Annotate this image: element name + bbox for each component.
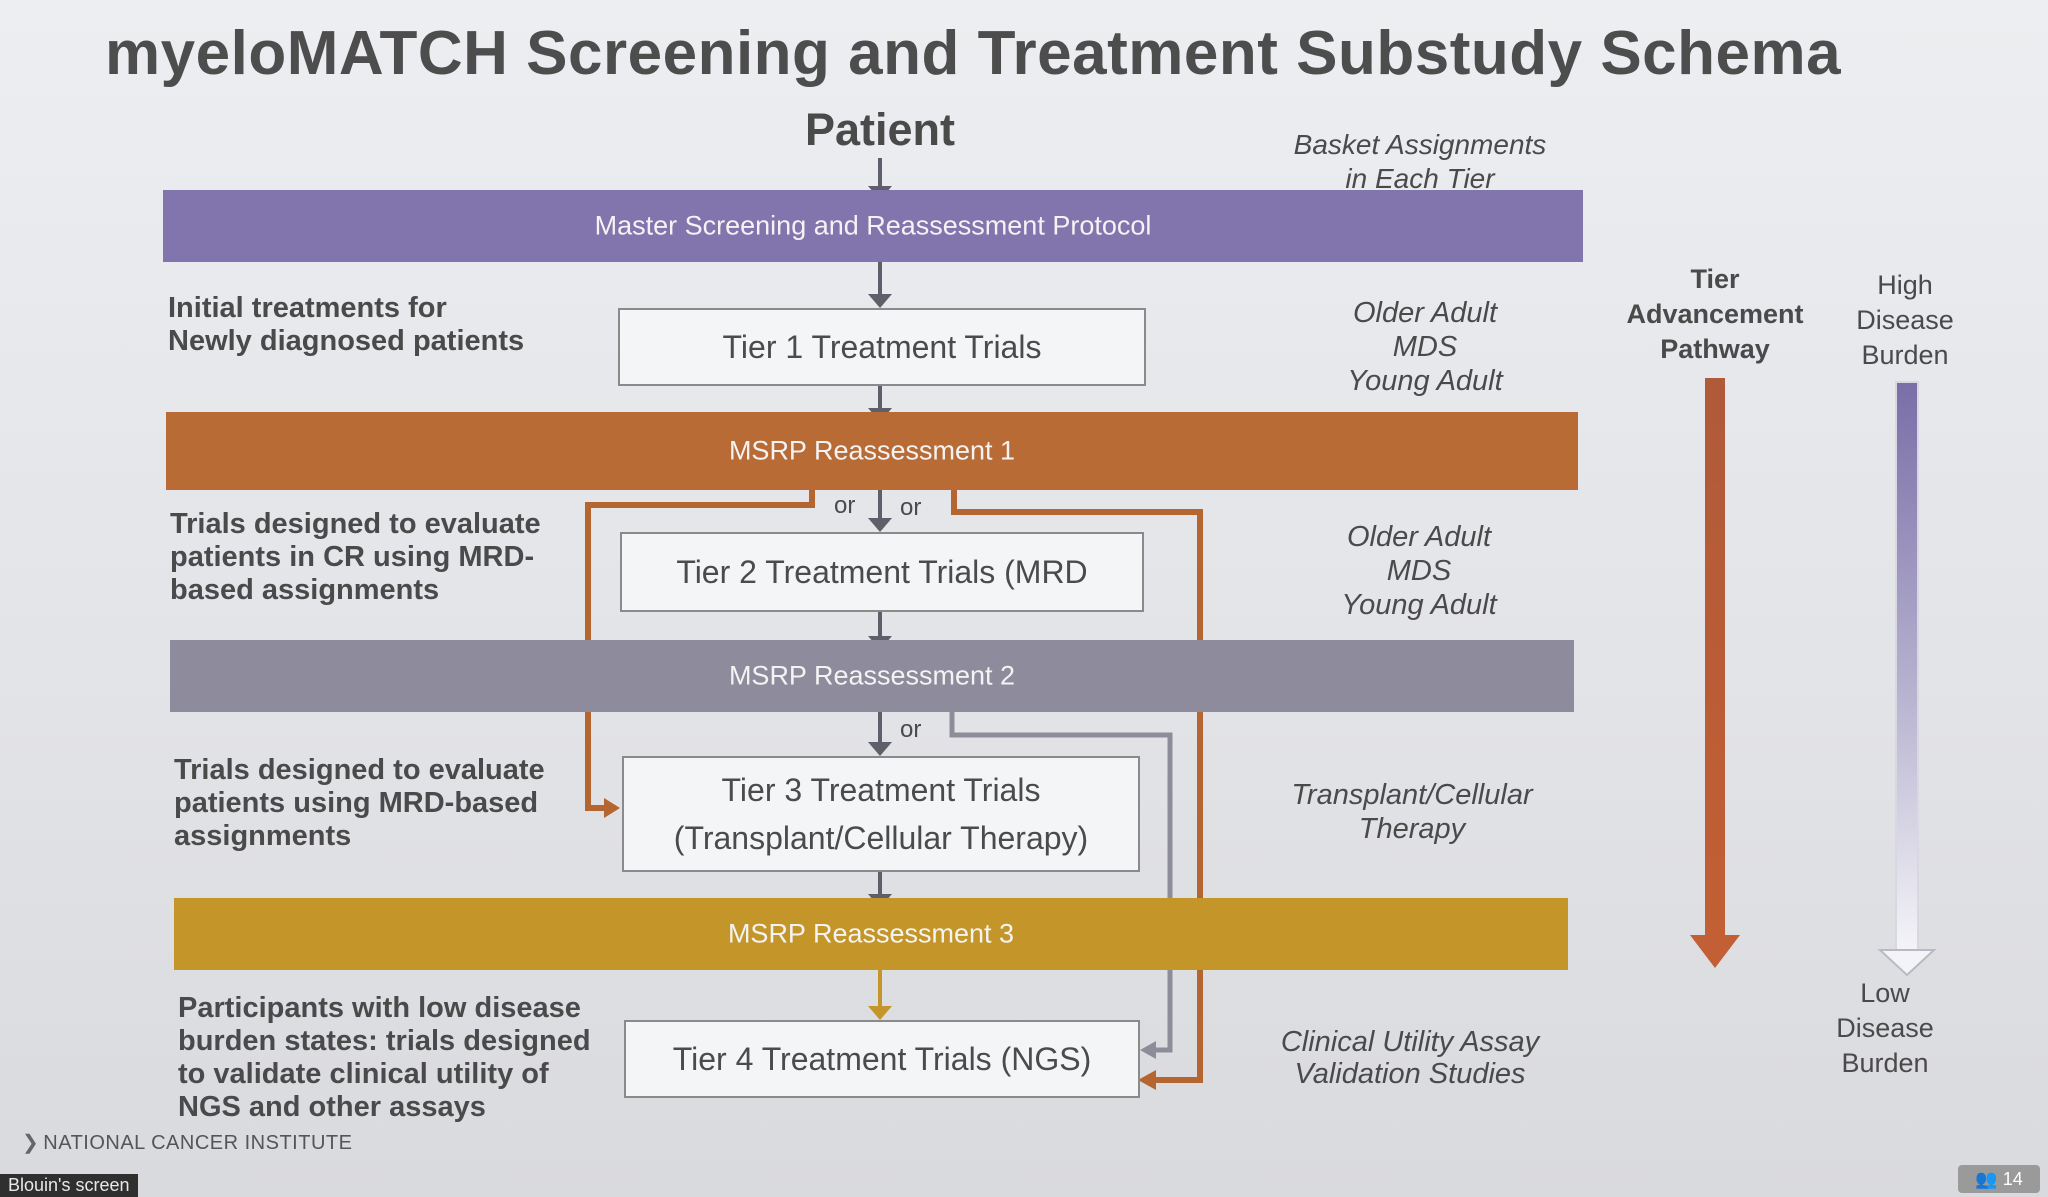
tier-3-box: Tier 3 Treatment Trials (Transplant/Cell… [622, 756, 1140, 872]
tier-1-label: Tier 1 Treatment Trials [722, 329, 1042, 365]
arrowhead-tier3 [868, 742, 892, 756]
arrowhead-path-tier4-orange [1138, 1070, 1156, 1090]
or-label-2: or [900, 494, 922, 521]
tier-4-description-line2: burden states: trials designed [178, 1025, 591, 1057]
nci-logo-text: ❯NATIONAL CANCER INSTITUTE [22, 1130, 352, 1155]
tier-2-description-line1: Trials designed to evaluate [170, 508, 541, 540]
msrp-reassessment-1-band: MSRP Reassessment 1 [166, 412, 1578, 490]
master-protocol-label: Master Screening and Reassessment Protoc… [594, 210, 1152, 241]
tier-4-description-line4: NGS and other assays [178, 1091, 486, 1123]
basket-heading: Basket Assignments in Each Tier [1270, 128, 1570, 196]
basket-heading-line1: Basket Assignments [1293, 129, 1547, 160]
tier-1-box: Tier 1 Treatment Trials [618, 308, 1146, 386]
master-protocol-band: Master Screening and Reassessment Protoc… [163, 190, 1583, 262]
tier-advancement-line3: Pathway [1660, 334, 1770, 364]
nci-chevron-icon: ❯ [22, 1132, 40, 1154]
arrowhead-path-tier4-gray [1140, 1041, 1156, 1059]
path-r2-to-tier4 [949, 712, 1173, 1053]
low-burden-line2: Disease [1836, 1013, 1934, 1043]
tier-pathway-shaft [1705, 378, 1725, 938]
low-burden-line1: Low [1860, 978, 1910, 1008]
burden-shaft [1895, 381, 1919, 953]
tier-4-description: Participants with low disease burden sta… [178, 992, 591, 1124]
tier-2-baskets: Older Adult MDS Young Adult [1284, 520, 1554, 622]
tier-1-description: Initial treatments for Newly diagnosed p… [168, 292, 524, 358]
tier-1-description-line1: Initial treatments for [168, 292, 447, 324]
people-icon: 👥 [1975, 1169, 2003, 1189]
burden-head [1877, 949, 1937, 977]
tier-3-description: Trials designed to evaluate patients usi… [174, 754, 545, 853]
high-burden-line1: High [1877, 270, 1933, 300]
tier-3-description-line1: Trials designed to evaluate [174, 754, 545, 786]
basket-heading-line2: in Each Tier [1345, 163, 1495, 194]
low-burden-line3: Burden [1841, 1048, 1929, 1078]
tier-2-basket-1: Older Adult [1347, 521, 1491, 553]
high-disease-burden-label: High Disease Burden [1845, 268, 1965, 373]
tier-1-basket-1: Older Adult [1353, 297, 1497, 329]
or-label-3: or [900, 716, 922, 743]
slide-title: myeloMATCH Screening and Treatment Subst… [105, 19, 1842, 88]
tier-3-description-line3: assignments [174, 820, 352, 852]
tier-advancement-line2: Advancement [1626, 299, 1804, 329]
tier-4-basket-2: Validation Studies [1294, 1058, 1526, 1090]
tier-4-box: Tier 4 Treatment Trials (NGS) [624, 1020, 1140, 1098]
tier-1-description-line2: Newly diagnosed patients [168, 325, 525, 357]
arrowhead-tier4 [868, 1006, 892, 1020]
tier-pathway-head [1690, 935, 1740, 968]
participants-count: 14 [2002, 1169, 2023, 1189]
patient-label: Patient [804, 104, 956, 155]
tier-1-baskets: Older Adult MDS Young Adult [1290, 296, 1560, 398]
tier-2-basket-3: Young Adult [1341, 589, 1497, 621]
tier-2-box: Tier 2 Treatment Trials (MRD [620, 532, 1144, 612]
arrowhead-tier1 [868, 294, 892, 308]
tier-3-basket-1: Transplant/Cellular [1291, 779, 1533, 811]
tier-4-baskets: Clinical Utility Assay Validation Studie… [1250, 1026, 1570, 1090]
path-r1-to-tier3 [585, 490, 815, 811]
screen-share-tag: Blouin's screen [0, 1174, 138, 1197]
tier-2-description-line3: based assignments [170, 574, 440, 606]
tier-2-label: Tier 2 Treatment Trials (MRD [676, 554, 1088, 590]
tier-advancement-line1: Tier [1690, 264, 1740, 294]
arrowhead-tier2 [868, 518, 892, 532]
tier-2-description-line2: patients in CR using MRD- [170, 541, 535, 573]
nci-label: NATIONAL CANCER INSTITUTE [43, 1132, 353, 1154]
tier-3-baskets: Transplant/Cellular Therapy [1262, 778, 1562, 846]
low-disease-burden-label: Low Disease Burden [1825, 976, 1945, 1081]
tier-4-label: Tier 4 Treatment Trials (NGS) [672, 1041, 1092, 1077]
tier-2-description: Trials designed to evaluate patients in … [170, 508, 541, 607]
tier-3-label-line2: (Transplant/Cellular Therapy) [673, 820, 1089, 856]
arrowhead-path-tier3 [604, 798, 620, 818]
msrp-reassessment-1-label: MSRP Reassessment 1 [728, 435, 1016, 466]
msrp-reassessment-2-band: MSRP Reassessment 2 [170, 640, 1574, 712]
tier-1-basket-3: Young Adult [1347, 365, 1503, 397]
high-burden-line2: Disease [1856, 305, 1954, 335]
msrp-reassessment-3-label: MSRP Reassessment 3 [727, 918, 1015, 949]
tier-2-basket-2: MDS [1386, 555, 1452, 587]
tier-1-basket-2: MDS [1392, 331, 1458, 363]
tier-4-description-line1: Participants with low disease [178, 992, 581, 1024]
tier-3-basket-2: Therapy [1358, 813, 1466, 845]
participants-badge[interactable]: 👥 14 [1958, 1165, 2040, 1193]
path-r1-to-tier4 [951, 490, 1203, 1083]
msrp-reassessment-2-label: MSRP Reassessment 2 [728, 660, 1016, 691]
high-burden-line3: Burden [1861, 340, 1949, 370]
tier-4-basket-1: Clinical Utility Assay [1280, 1026, 1540, 1058]
tier-3-description-line2: patients using MRD-based [174, 787, 539, 819]
msrp-reassessment-3-band: MSRP Reassessment 3 [174, 898, 1568, 970]
tier-advancement-pathway-label: Tier Advancement Pathway [1610, 262, 1820, 367]
or-label-1: or [834, 492, 856, 519]
tier-3-label-line1: Tier 3 Treatment Trials [721, 772, 1041, 808]
tier-4-description-line3: to validate clinical utility of [178, 1058, 549, 1090]
